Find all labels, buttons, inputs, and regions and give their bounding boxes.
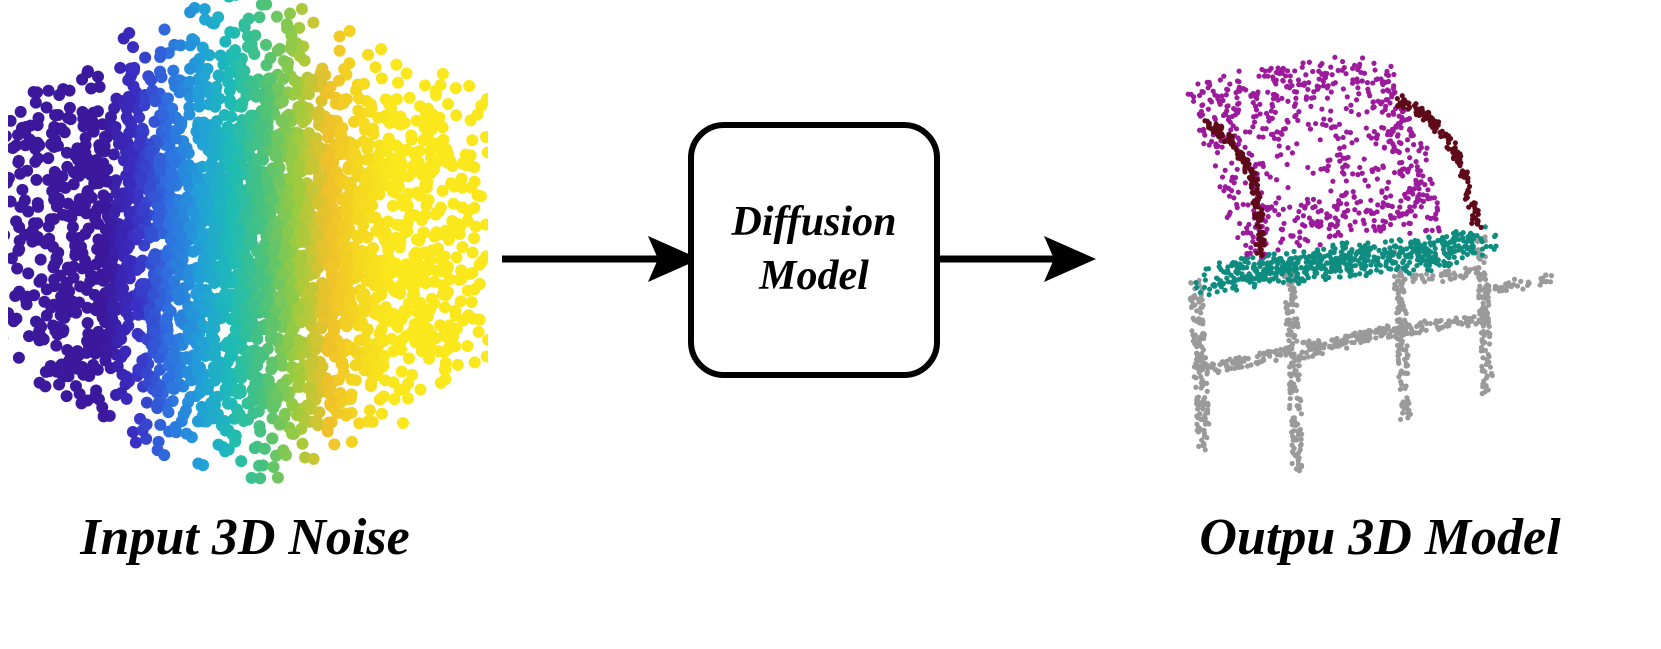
diffusion-box-line-1: Diffusion bbox=[731, 199, 897, 246]
chair-point-cloud-canvas bbox=[1150, 30, 1570, 500]
input-arrow-icon bbox=[502, 236, 700, 282]
diffusion-model-box[interactable]: Diffusion Model bbox=[688, 122, 940, 378]
input-caption-label: Input 3D Noise bbox=[80, 509, 410, 566]
diffusion-box-line-2: Model bbox=[759, 253, 869, 299]
input-3d-noise-point-cloud bbox=[8, 0, 488, 490]
output-caption-label: Outpu 3D Model bbox=[1199, 509, 1561, 566]
output-arrow-icon bbox=[938, 236, 1096, 282]
noise-point-cloud-canvas bbox=[8, 0, 488, 490]
output-3d-model-point-cloud bbox=[1150, 30, 1570, 500]
